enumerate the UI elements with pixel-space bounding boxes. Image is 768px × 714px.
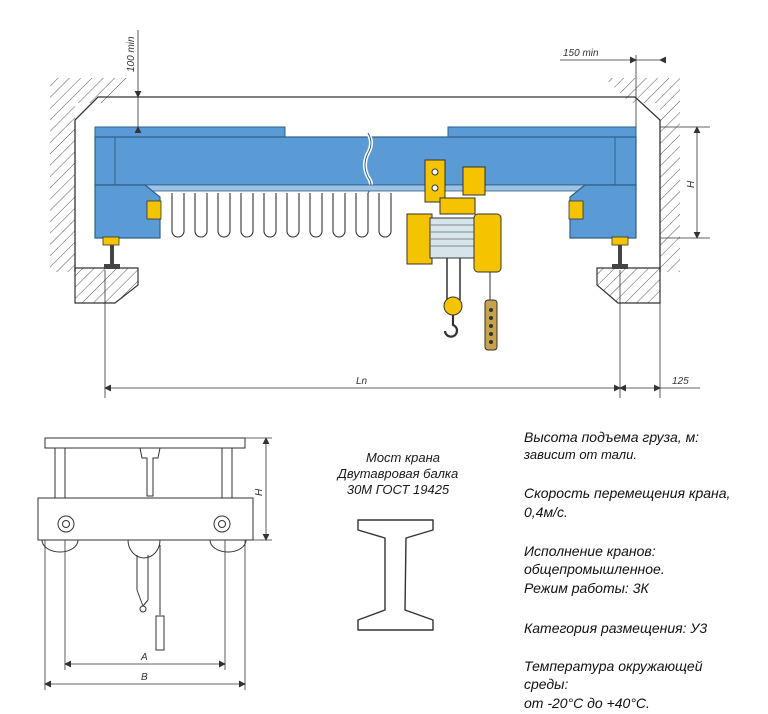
dim-100min: 100 min bbox=[126, 36, 137, 72]
beam-note-line3: 30М ГОСТ 19425 bbox=[347, 482, 450, 497]
dim-a: A bbox=[140, 652, 148, 663]
dim-top-h: H bbox=[686, 180, 697, 188]
spec-execution-title: Исполнение кранов: bbox=[524, 543, 656, 559]
dim-end-h: H bbox=[254, 488, 265, 496]
spec-temp-line3: от -20°С до +40°С. bbox=[524, 695, 650, 711]
specifications: Высота подъема груза, м: зависит от тали… bbox=[523, 429, 730, 711]
spec-mode: Режим работы: 3К bbox=[524, 580, 649, 596]
i-beam-section bbox=[357, 519, 434, 631]
end-view bbox=[37, 437, 272, 690]
spec-temp-line1: Температура окружающей bbox=[524, 658, 703, 674]
dim-150min: 150 min bbox=[563, 48, 599, 59]
dim-ln: Ln bbox=[356, 376, 368, 387]
spec-execution-value: общепромышленное. bbox=[524, 561, 665, 577]
spec-temp-line2: среды: bbox=[524, 676, 568, 692]
building-walls bbox=[50, 78, 680, 304]
spec-lift-height-title: Высота подъема груза, м: bbox=[524, 429, 699, 445]
beam-note-line1: Мост крана bbox=[366, 450, 440, 465]
spec-speed-title: Скорость перемещения крана, bbox=[524, 485, 730, 501]
electric-hoist bbox=[406, 159, 502, 351]
dim-b: B bbox=[141, 672, 148, 683]
crane-bridge bbox=[94, 126, 637, 269]
top-view: 100 min 150 min H Ln 125 bbox=[50, 30, 710, 398]
dim-125: 125 bbox=[672, 376, 689, 387]
spec-lift-height-value: зависит от тали. bbox=[523, 447, 637, 462]
spec-speed-value: 0,4м/с. bbox=[524, 504, 568, 520]
spec-category: Категория размещения: У3 bbox=[524, 620, 707, 636]
beam-note-line2: Двутавровая балка bbox=[336, 466, 459, 481]
festoon-cables bbox=[171, 193, 392, 238]
top-dimensions bbox=[104, 30, 710, 398]
